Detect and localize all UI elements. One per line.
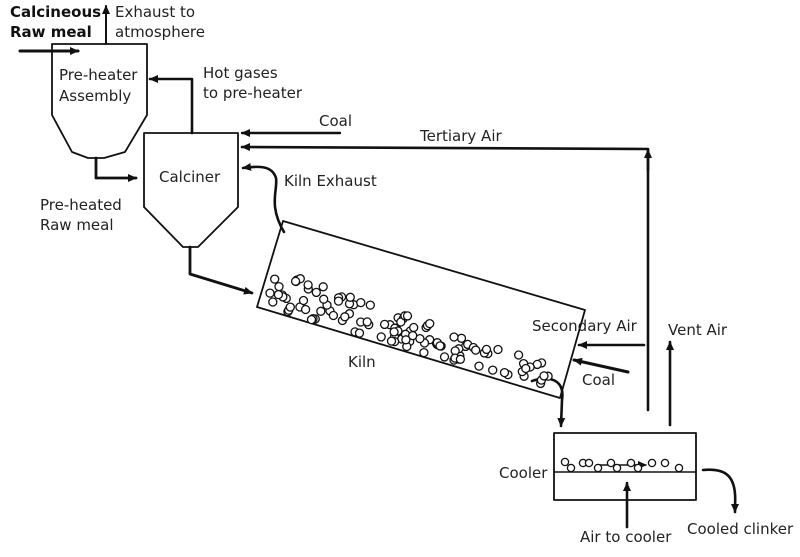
kiln-particle [456,333,467,343]
kiln-particle [328,310,339,321]
kiln-coal-arrow [572,357,630,374]
kiln-particle [386,336,397,346]
air-to-cooler-label: Air to cooler [580,528,672,546]
kiln-particle [402,311,413,321]
kiln-particle [306,314,317,325]
exhaust-label-line2: atmosphere [115,23,205,41]
hot-gases-arrow [148,75,194,135]
kiln-particle [319,294,329,304]
kiln-particle [493,344,503,355]
kiln-exhaust-label: Kiln Exhaust [284,172,377,190]
cooler-particle [633,463,643,473]
kiln-particle [539,371,549,381]
cooler-particle [593,463,603,473]
exhaust-label-line1: Exhaust to [115,3,196,21]
preheated-meal-label-line1: Pre-heated [40,196,122,214]
secondary-air-label: Secondary Air [532,317,637,335]
kiln-particle [270,274,280,284]
kiln-particle [300,304,311,315]
kiln-particle [362,317,372,327]
raw-meal-label-line1: Calcineous [10,3,102,21]
kiln-particle [274,281,284,292]
cooler-particle [612,463,622,473]
kiln-particle [311,287,321,298]
kiln-particle [273,289,284,300]
kiln-particle [401,335,411,345]
tertiary-air-label: Tertiary Air [420,127,502,145]
kiln-particle [513,350,524,360]
kiln-particle [379,319,390,330]
kiln-coal-label: Coal [582,371,616,389]
cooler-particle [566,463,576,473]
preheater-label-line1: Pre-heater [59,66,138,84]
cooled-clinker-arrow [701,468,739,514]
calciner-vessel [143,132,239,248]
cooled-clinker-label: Cooled clinker [687,520,794,538]
kiln-particle [354,328,365,338]
kiln-particles [265,274,553,389]
kiln-particle [449,332,459,342]
cooler-particle [606,458,616,468]
cooler-particle [674,463,684,473]
kiln-particle [356,297,366,308]
kiln-particle [474,361,484,371]
kiln-particle [488,365,498,375]
kiln-particle [345,292,355,302]
vent-air-label: Vent Air [668,321,728,339]
raw-meal-label-line2: Raw meal [10,23,92,41]
preheater-label-line2: Assembly [59,87,132,105]
kiln-particle [435,341,445,351]
kiln-particle [389,327,399,337]
kiln-particle [333,296,344,306]
calcined-meal-arrow [188,245,254,295]
calciner-coal-label: Coal [319,112,353,130]
kiln-label: Kiln [348,353,376,371]
kiln-particle [303,280,313,290]
kiln-particle [376,332,386,342]
kiln-particle [265,288,275,298]
kiln-particle [408,330,418,341]
cooler-particle [647,458,657,468]
clinker-discharge-arrow [530,377,566,428]
cooler-particle [560,457,570,467]
calciner-label: Calciner [159,168,221,186]
cooler-particles [560,457,684,473]
cooler-vessel [553,432,697,501]
kiln-particle [409,322,419,333]
kiln-exhaust-arrow [241,162,286,234]
cooler-particle [626,458,636,468]
kiln-particle [455,354,466,364]
preheated-meal-arrow [94,156,138,182]
kiln-particle [471,345,481,355]
kiln-particle [318,282,328,292]
kiln-particle [340,312,350,322]
preheated-meal-label-line2: Raw meal [40,216,114,234]
kiln-particle [268,297,278,307]
kiln-particle [298,295,309,306]
kiln-particle [439,352,450,362]
kiln-particle [290,276,301,286]
kiln-particle [316,306,326,316]
hot-gases-label-line1: Hot gases [203,64,278,82]
kiln-particle [481,344,492,355]
cooler-particle [660,458,670,468]
cooler-particle [584,458,594,468]
kiln-particle [365,300,375,310]
hot-gases-label-line2: to pre-heater [203,84,303,102]
kiln-particle [425,318,435,329]
kiln-particle [419,347,429,358]
kiln-particle [285,302,295,312]
preheater-vessel [51,43,148,159]
kiln-vessel [256,220,586,399]
kiln-particle [499,367,510,378]
kiln-particle [521,363,531,374]
cooler-label: Cooler [499,464,548,482]
kiln-particle [396,317,406,327]
